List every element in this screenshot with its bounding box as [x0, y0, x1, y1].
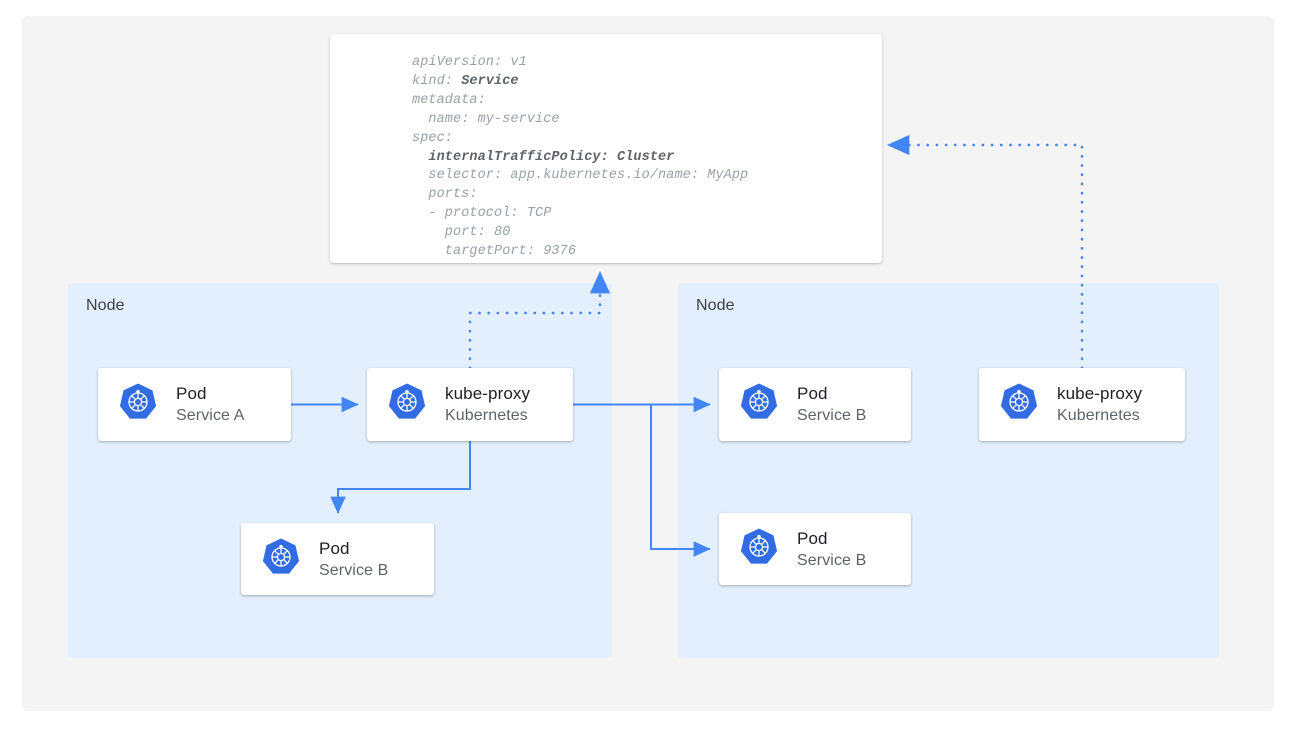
card-pod-service-a[interactable]: Pod Service A	[98, 368, 291, 441]
node-label-right: Node	[696, 297, 735, 314]
yaml-line-port: port: 80	[412, 225, 511, 241]
card-kube-proxy-left[interactable]: kube-proxy Kubernetes	[367, 368, 573, 441]
card-title: kube-proxy	[445, 384, 531, 403]
card-text: Pod Service B	[797, 383, 866, 426]
card-title: Pod	[797, 384, 828, 403]
kubernetes-icon	[261, 537, 301, 582]
yaml-line-selector: selector: app.kubernetes.io/name: MyApp	[412, 168, 749, 184]
card-text: kube-proxy Kubernetes	[1057, 383, 1142, 426]
card-title: kube-proxy	[1057, 384, 1143, 403]
service-manifest-code: apiVersion: v1 kind: Service metadata: n…	[412, 54, 748, 262]
node-panel-right	[678, 283, 1219, 658]
kubernetes-icon	[387, 382, 427, 427]
card-kube-proxy-right[interactable]: kube-proxy Kubernetes	[979, 368, 1185, 441]
card-title: Pod	[797, 528, 828, 548]
card-text: Pod Service A	[176, 383, 245, 426]
card-title: Pod	[176, 384, 207, 403]
card-pod-service-b-remote-top[interactable]: Pod Service B	[719, 368, 911, 441]
card-text: Pod Service B	[319, 538, 388, 581]
kubernetes-icon	[739, 382, 779, 427]
yaml-line-name: name: my-service	[412, 111, 560, 127]
yaml-line-kind: kind: Service	[412, 73, 748, 92]
node-label-left: Node	[86, 297, 125, 314]
yaml-line-ports: ports:	[412, 187, 478, 203]
card-subtitle: Service B	[319, 561, 389, 579]
card-subtitle: Service A	[176, 407, 245, 424]
card-subtitle: Kubernetes	[445, 407, 528, 424]
card-text: Pod Service B	[797, 528, 866, 571]
yaml-line-apiversion: apiVersion: v1	[412, 55, 527, 70]
yaml-kind-value: Service	[461, 73, 519, 89]
yaml-line-spec: spec:	[412, 130, 454, 146]
yaml-line-targetport: targetPort: 9376	[412, 244, 577, 260]
card-subtitle: Service B	[797, 407, 867, 424]
yaml-kind-key: kind:	[412, 73, 462, 89]
service-manifest-card: apiVersion: v1 kind: Service metadata: n…	[330, 34, 882, 263]
kubernetes-icon	[118, 382, 158, 427]
card-subtitle: Service B	[797, 551, 867, 569]
card-pod-service-b-remote-bottom[interactable]: Pod Service B	[719, 513, 911, 585]
card-pod-service-b-local[interactable]: Pod Service B	[241, 523, 434, 595]
yaml-line-protocol: - protocol: TCP	[412, 206, 552, 222]
node-panel-left	[68, 283, 612, 658]
yaml-line-metadata: metadata:	[412, 92, 486, 108]
card-text: kube-proxy Kubernetes	[445, 383, 530, 426]
kubernetes-icon	[739, 527, 779, 572]
yaml-line-internaltrafficpolicy: internalTrafficPolicy: Cluster	[412, 149, 675, 165]
kubernetes-icon	[999, 382, 1039, 427]
card-title: Pod	[319, 538, 350, 558]
card-subtitle: Kubernetes	[1057, 407, 1140, 424]
